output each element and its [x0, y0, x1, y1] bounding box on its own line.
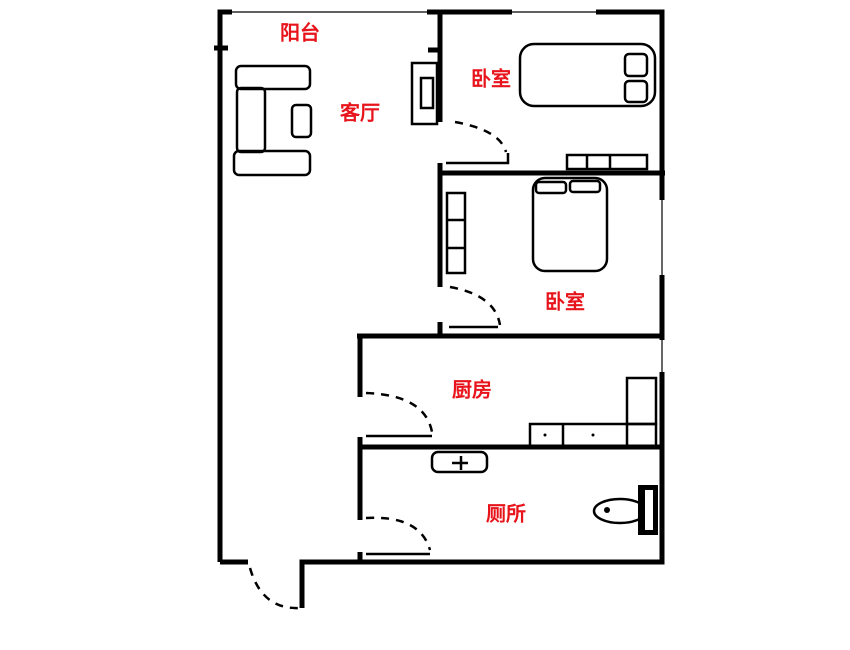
toilet-fixture [592, 485, 658, 535]
wardrobe-1 [565, 153, 649, 171]
label-bedroom-2: 卧室 [545, 289, 585, 314]
label-kitchen: 厨房 [452, 377, 492, 402]
bed-1 [518, 42, 657, 108]
label-living-room: 客厅 [340, 100, 380, 125]
label-bedroom-1: 卧室 [471, 66, 511, 91]
sink [430, 450, 489, 474]
bed-2 [531, 176, 609, 273]
kitchen-counter [528, 376, 658, 448]
walls [214, 9, 665, 608]
tv-cabinet [410, 61, 439, 126]
label-toilet: 厕所 [486, 501, 526, 526]
label-balcony: 阳台 [280, 20, 320, 45]
sofa [232, 64, 313, 177]
wardrobe-2 [445, 191, 467, 275]
doors [248, 120, 510, 610]
